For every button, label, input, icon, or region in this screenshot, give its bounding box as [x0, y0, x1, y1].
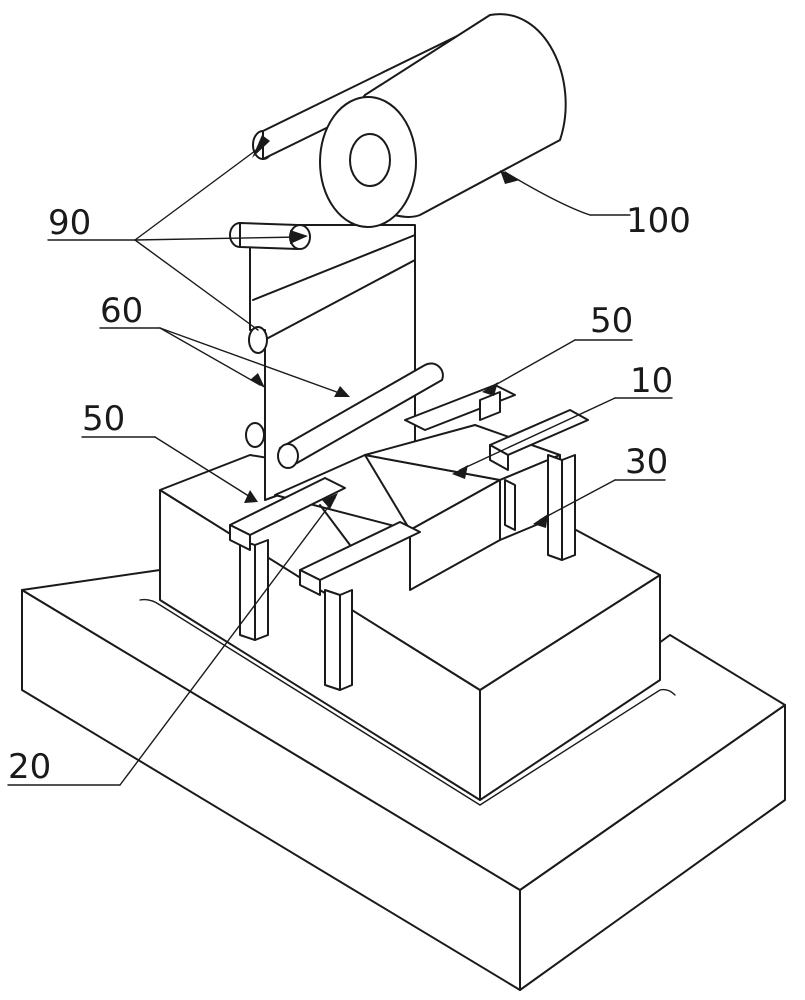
label-60: 60: [100, 291, 143, 331]
label-30: 30: [625, 442, 668, 482]
label-10: 10: [630, 361, 673, 401]
label-20: 20: [8, 747, 51, 787]
label-90: 90: [48, 203, 91, 243]
label-50-top: 50: [590, 301, 633, 341]
label-100: 100: [626, 201, 691, 241]
supply-roll: [320, 14, 566, 227]
label-50-left: 50: [82, 399, 125, 439]
